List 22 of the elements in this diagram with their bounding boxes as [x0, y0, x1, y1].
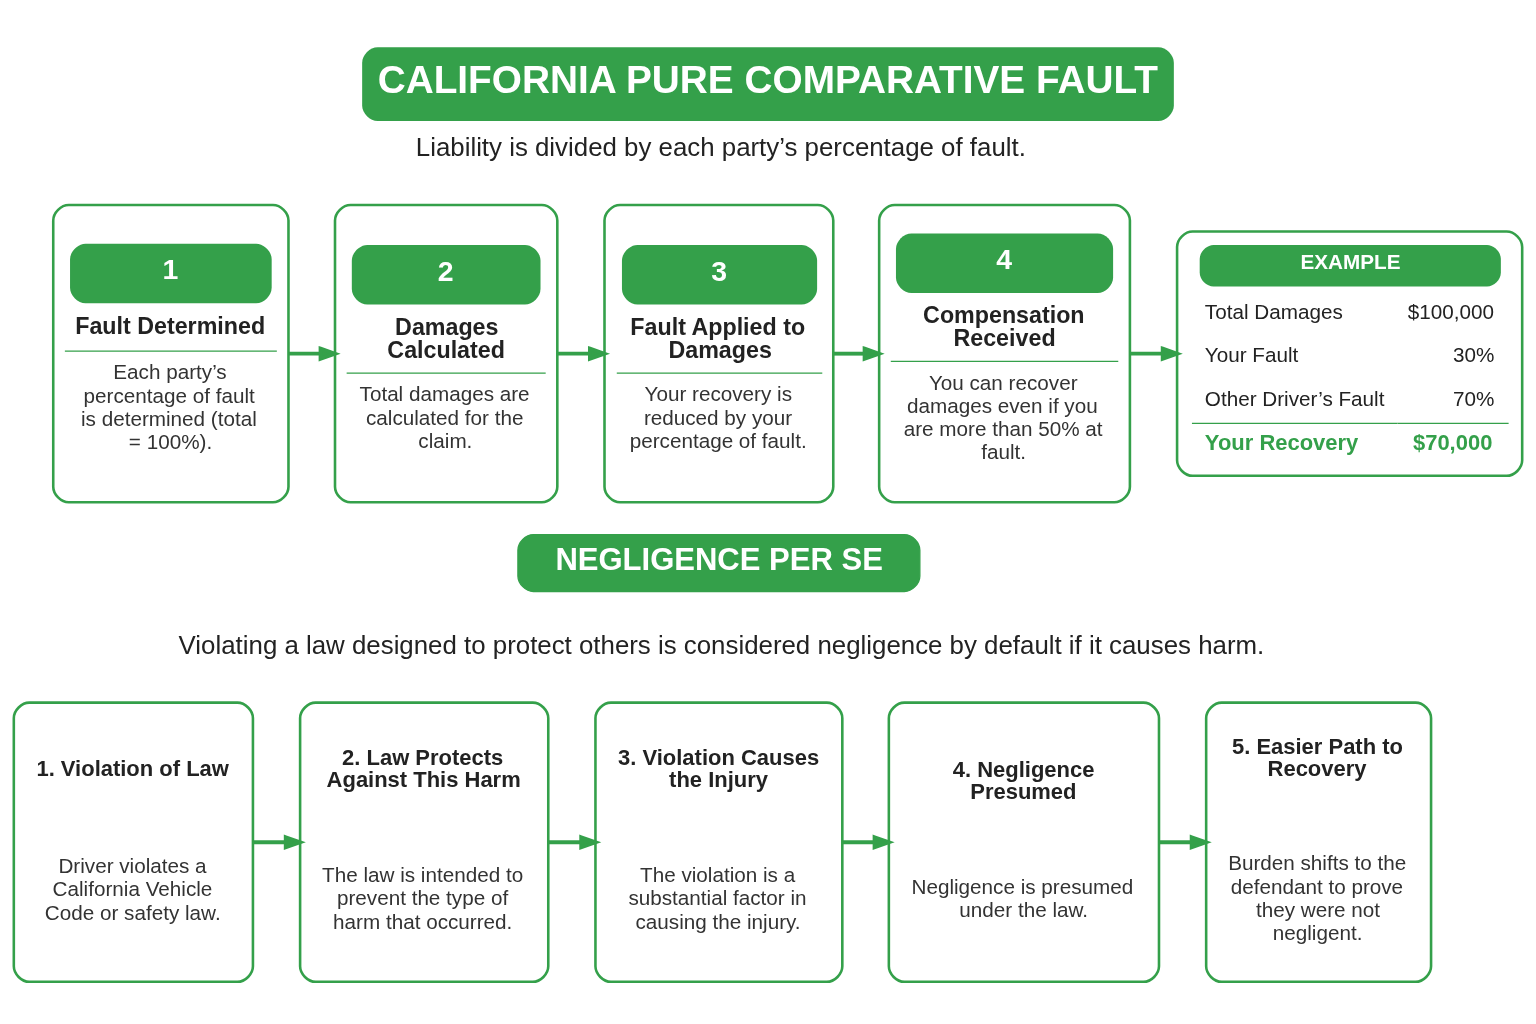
node-box: EXAMPLE Total Damages $100,000 Your Fault 30% Other Driver’s Fault 70% Your Recovery $70,000: [1175, 230, 1524, 478]
node-box: 4. Negligence Presumed Negligence is presumed under the law.: [887, 701, 1161, 984]
node-box: NEGLIGENCE PER SE: [517, 533, 921, 593]
arrow: [557, 345, 611, 362]
label: Liability is divided by each party’s percentage of fault.: [415, 132, 1026, 161]
node-box: 1. Violation of Law Driver violates a California Vehicle Code or safety law.: [12, 701, 255, 984]
arrow: [1130, 345, 1183, 362]
node-box: 3. Violation Causes the Injury The violation is a substantial factor in causing the injury.: [594, 701, 844, 984]
node-box: 1 Fault Determined Each party’s percentage of fault is determined (total = 100%).: [51, 203, 290, 504]
node-box: 2. Law Protects Against This Harm The law is intended to prevent the type of harm that occurred.: [298, 701, 550, 984]
node-box: 3 Fault Applied to Damages Your recovery is reduced by your percentage of fault.: [603, 203, 835, 504]
arrow: [288, 345, 341, 362]
arrow: [1159, 834, 1212, 850]
arrow: [842, 834, 895, 850]
arrow: [833, 345, 885, 362]
arrow: [253, 834, 306, 850]
arrow: [548, 834, 602, 850]
diagram-title: CALIFORNIA PURE COMPARATIVE FAULT: [377, 58, 1158, 102]
label: Violating a law designed to protect others is considered negligence by default if it causes harm.: [178, 630, 1265, 659]
node-box: 5. Easier Path to Recovery Burden shifts to the defendant to prove they were not negligent.: [1204, 701, 1433, 984]
node-box: 4 Compensation Received You can recover damages even if you are more than 50% at fault.: [877, 203, 1132, 504]
node-box: 2 Damages Calculated Total damages are calculated for the claim.: [333, 203, 559, 504]
